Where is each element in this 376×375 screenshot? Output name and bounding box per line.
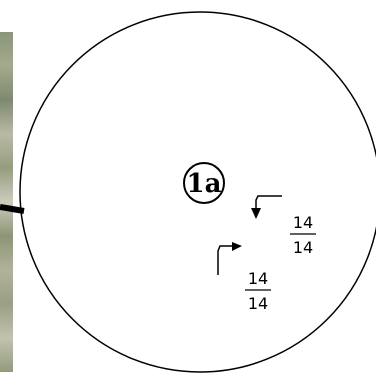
intersection-label-badge: 1a bbox=[183, 162, 225, 204]
intersection-label: 1a bbox=[187, 169, 222, 199]
fraction-upper-denominator: 14 bbox=[293, 238, 313, 257]
volume-fraction-upper: 14 14 bbox=[290, 213, 316, 257]
turn-arrow-lower-head bbox=[232, 242, 242, 251]
turn-arrow-upper bbox=[251, 195, 282, 219]
detail-circle bbox=[19, 11, 376, 373]
road-stub bbox=[0, 204, 25, 214]
fraction-upper-numerator: 14 bbox=[293, 213, 313, 232]
turn-arrow-lower-line bbox=[217, 245, 232, 275]
aerial-photo-strip bbox=[0, 32, 13, 372]
fraction-lower-numerator: 14 bbox=[248, 269, 268, 288]
volume-fraction-lower: 14 14 bbox=[245, 269, 271, 313]
fraction-lower-denominator: 14 bbox=[248, 294, 268, 313]
label-circle bbox=[183, 162, 225, 204]
turn-arrow-lower bbox=[217, 242, 242, 275]
turn-arrow-upper-line bbox=[255, 195, 282, 210]
turn-arrow-upper-head bbox=[251, 208, 261, 219]
